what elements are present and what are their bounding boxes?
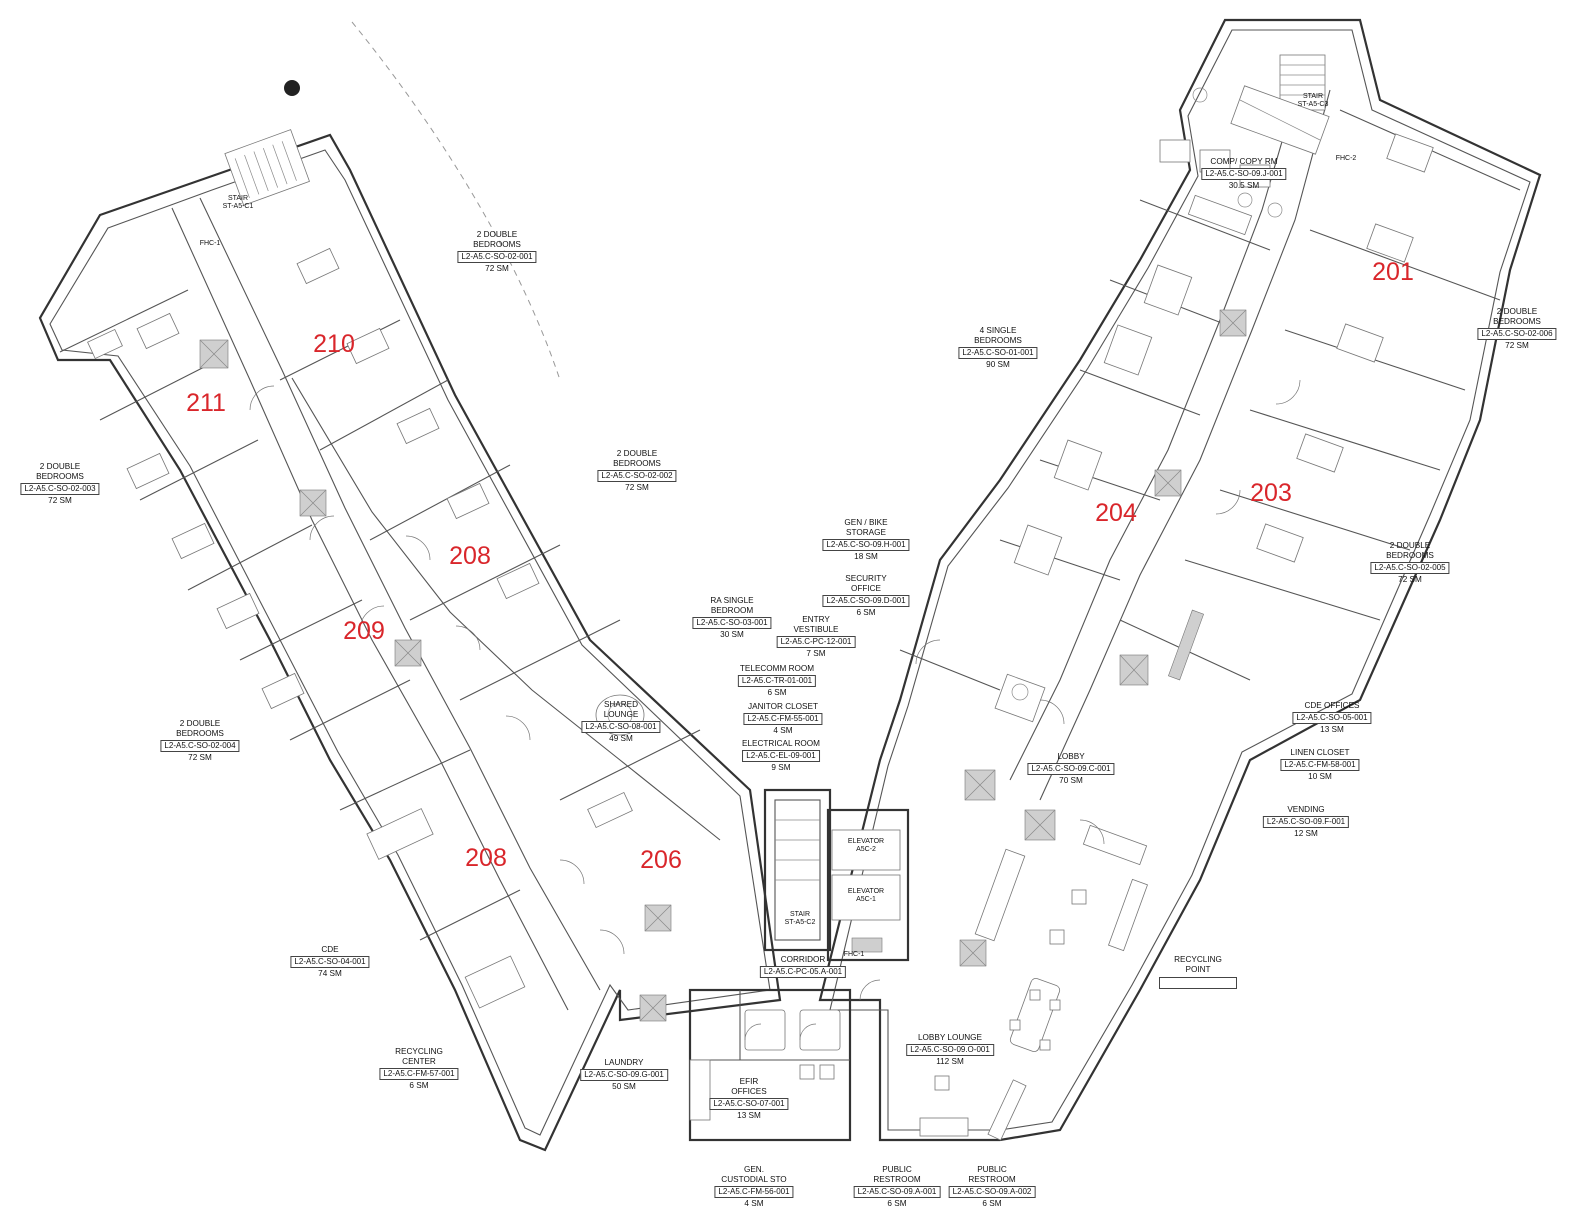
room-tag: CORRIDOR L2-A5.C-PC-05.A-001 (759, 955, 847, 979)
empty-code-box (1159, 977, 1237, 989)
swing-arc (351, 21, 561, 381)
fhc-label: FHC-2 (1335, 155, 1357, 162)
unit-number: 208 (449, 542, 491, 570)
unit-number: 208 (465, 844, 507, 872)
central-core (559, 788, 910, 1142)
unit-number: 204 (1095, 499, 1137, 527)
fhc-label: FHC-1 (843, 951, 865, 958)
unit-number: 201 (1372, 258, 1414, 286)
unit-number: 209 (343, 617, 385, 645)
fhc-label: FHC-1 (199, 240, 221, 247)
left-wing (38, 129, 782, 1152)
north-marker (284, 80, 300, 96)
unit-number: 210 (313, 330, 355, 358)
unit-number: 211 (186, 389, 226, 417)
unit-number: 206 (640, 846, 682, 874)
right-wing (818, 18, 1542, 1142)
unit-number: 203 (1250, 479, 1292, 507)
